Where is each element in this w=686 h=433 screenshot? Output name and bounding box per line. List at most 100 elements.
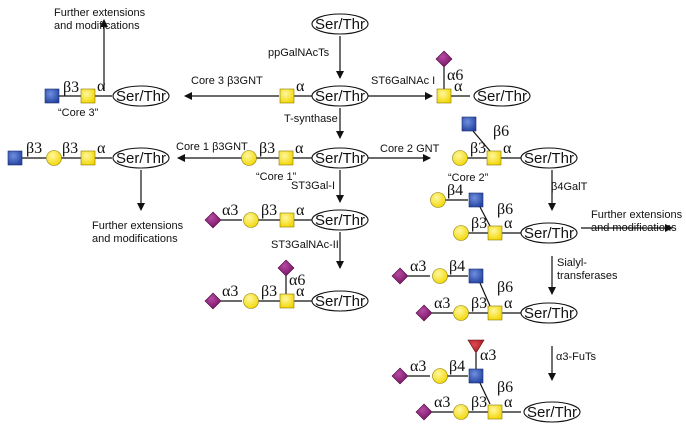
galnac-square <box>80 150 96 166</box>
svg-text:Ser/Thr: Ser/Thr <box>116 150 166 167</box>
svg-text:Ser/Thr: Ser/Thr <box>315 16 365 33</box>
glcnac-square <box>461 116 477 132</box>
further-left-line1: Further extensions <box>92 220 184 232</box>
svg-text:Ser/Thr: Ser/Thr <box>315 150 365 167</box>
enzyme-t-synthase: T-synthase <box>284 113 338 125</box>
gal-circle <box>46 150 62 166</box>
bond-line <box>479 382 491 405</box>
enzyme-st3galnac2: ST3GalNAc-II <box>271 239 339 251</box>
enzyme-sialyltransferases-line1: Sialyl- <box>557 257 587 269</box>
glcnac-square <box>468 268 484 284</box>
further-right-line2: and modifications <box>591 222 677 234</box>
linkage-alpha6: α6 <box>289 272 305 289</box>
bond-line <box>472 130 491 152</box>
gal-circle <box>453 225 469 241</box>
ser-thr: Ser/Thr <box>311 209 369 231</box>
linkage-beta4: β4 <box>449 258 465 275</box>
linkage-beta3: β3 <box>63 79 79 96</box>
gal-circle <box>453 305 469 321</box>
sialic-acid-diamond <box>391 367 409 385</box>
ser-thr: Ser/Thr <box>112 85 170 107</box>
linkage-beta6: β6 <box>497 201 513 218</box>
core2-label: “Core 2” <box>448 172 489 184</box>
linkage-alpha3: α3 <box>410 358 426 375</box>
enzyme-st6galnac1: ST6GalNAc I <box>371 75 435 87</box>
sialic-acid-diamond <box>277 259 295 277</box>
ser-thr: Ser/Thr <box>520 222 578 244</box>
gal-circle <box>453 404 469 420</box>
ser-thr: Ser/Thr <box>520 147 578 169</box>
galnac-square <box>487 404 503 420</box>
linkage-beta6: β6 <box>497 379 513 396</box>
linkage-alpha: α <box>296 202 305 219</box>
linkage-alpha3: α3 <box>480 347 496 364</box>
linkage-alpha3: α3 <box>410 258 426 275</box>
svg-text:Ser/Thr: Ser/Thr <box>524 225 574 242</box>
further-right-line1: Further extensions <box>591 209 683 221</box>
ser-thr: Ser/Thr <box>311 13 369 35</box>
further-left-line2: and modifications <box>92 233 178 245</box>
svg-text:Ser/Thr: Ser/Thr <box>477 88 527 105</box>
enzyme-core3-b3gnt: Core 3 β3GNT <box>191 75 263 87</box>
bond-line <box>479 282 491 307</box>
linkage-beta3: β3 <box>26 140 42 157</box>
sialic-acid-diamond <box>391 267 409 285</box>
ser-thr: Ser/Thr <box>473 85 531 107</box>
svg-text:Ser/Thr: Ser/Thr <box>315 212 365 229</box>
linkage-alpha: α <box>295 140 304 157</box>
sialic-acid-diamond <box>415 304 433 322</box>
linkage-beta3: β3 <box>471 295 487 312</box>
linkage-alpha3: α3 <box>434 295 450 312</box>
glcnac-square <box>44 88 60 104</box>
enzyme-core2-gnt: Core 2 GNT <box>380 143 440 155</box>
galnac-square <box>80 88 96 104</box>
svg-text:Ser/Thr: Ser/Thr <box>315 293 365 310</box>
linkage-beta4: β4 <box>449 358 465 375</box>
sialic-acid-diamond <box>415 403 433 421</box>
gal-circle <box>452 150 468 166</box>
linkage-beta4: β4 <box>447 182 463 199</box>
linkage-beta3: β3 <box>259 140 275 157</box>
glcnac-square <box>7 150 23 166</box>
linkage-alpha: α <box>97 78 106 95</box>
galnac-square <box>436 88 452 104</box>
further-top-line1: Further extensions <box>54 7 146 19</box>
core3-label: “Core 3” <box>58 107 99 119</box>
enzyme-a3futs: α3-FuTs <box>556 351 596 363</box>
linkage-alpha6: α6 <box>447 67 463 84</box>
ser-thr: Ser/Thr <box>311 85 369 107</box>
galnac-square <box>278 150 294 166</box>
linkage-alpha3: α3 <box>222 202 238 219</box>
glcnac-square <box>468 368 484 384</box>
enzyme-sialyltransferases-line2: transferases <box>557 270 618 282</box>
gal-circle <box>432 368 448 384</box>
linkage-alpha3: α3 <box>434 394 450 411</box>
linkage-beta3: β3 <box>261 202 277 219</box>
linkage-beta3: β3 <box>261 283 277 300</box>
enzyme-b4galt: β4GalT <box>551 181 588 193</box>
gal-circle <box>432 268 448 284</box>
linkage-alpha: α <box>504 394 513 411</box>
gal-circle <box>430 192 446 208</box>
monosaccharides <box>7 50 503 421</box>
linkage-alpha: α <box>504 215 513 232</box>
ser-thr: Ser/Thr <box>311 147 369 169</box>
enzyme-core1-b3gnt: Core 1 β3GNT <box>176 141 248 153</box>
sialic-acid-diamond <box>435 50 453 68</box>
ser-thr: Ser/Thr <box>112 147 170 169</box>
enzyme-st3gal1: ST3Gal-I <box>291 180 335 192</box>
linkage-beta3: β3 <box>62 140 78 157</box>
galnac-square <box>486 150 502 166</box>
linkage-beta3: β3 <box>470 140 486 157</box>
linkage-alpha3: α3 <box>222 283 238 300</box>
galnac-square <box>487 225 503 241</box>
linkage-beta6: β6 <box>493 123 509 140</box>
ser-thr: Ser/Thr <box>311 290 369 312</box>
sialic-acid-diamond <box>204 211 222 229</box>
linkage-beta3: β3 <box>471 394 487 411</box>
svg-text:Ser/Thr: Ser/Thr <box>524 150 574 167</box>
fucose-triangle <box>467 339 485 354</box>
glcnac-square <box>468 192 484 208</box>
gal-circle <box>241 150 257 166</box>
